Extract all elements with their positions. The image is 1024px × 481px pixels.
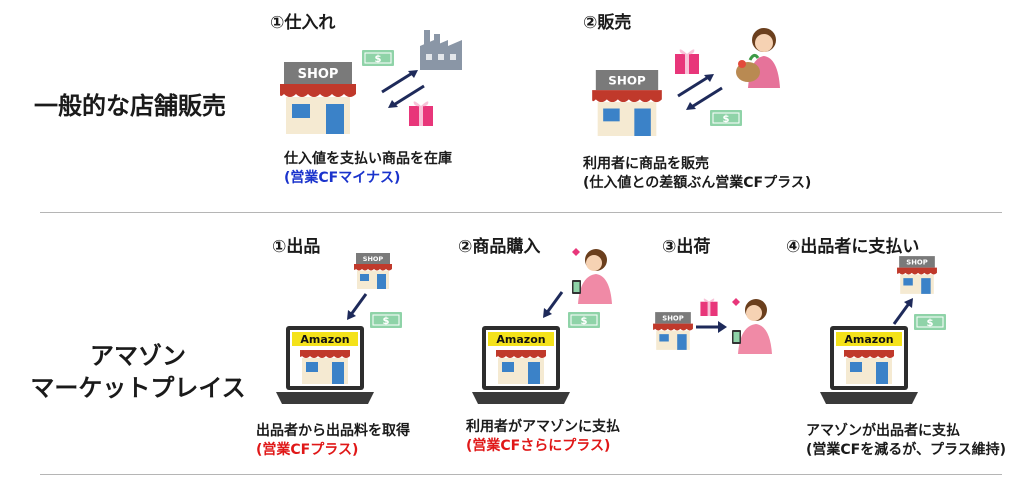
money-icon: $	[370, 312, 402, 328]
laptop-icon: Amazon	[276, 326, 374, 404]
laptop-icon: Amazon	[472, 326, 570, 404]
row-label-amazon-line2: マーケットプレイス	[30, 374, 246, 402]
gift-icon	[700, 298, 718, 316]
shop-sign-text: SHOP	[608, 74, 646, 88]
shop-icon: SHOP	[653, 312, 693, 350]
amazon-step3-title: ③出荷	[662, 237, 711, 257]
general-step1-caption: 仕入値を支払い商品を在庫 (営業CFマイナス)	[284, 150, 452, 188]
general-step1-caption-text: 仕入値を支払い商品を在庫	[284, 151, 452, 167]
money-icon: $	[914, 314, 946, 330]
gift-icon	[675, 49, 699, 74]
general-step2-caption: 利用者に商品を販売 (仕入値との差額ぶん営業CFプラス)	[583, 155, 811, 193]
shop-icon: SHOP	[592, 70, 662, 136]
laptop-icon: Amazon	[820, 326, 918, 404]
shop-icon: SHOP	[354, 253, 392, 289]
amazon-step4-title: ④出品者に支払い	[786, 237, 920, 257]
shopper-woman-icon	[736, 28, 780, 88]
general-step1-title: ①仕入れ	[270, 13, 336, 33]
dollar-sign: $	[383, 316, 390, 327]
shop-sign-text: SHOP	[662, 315, 683, 323]
amazon-step4-caption: アマゾンが出品者に支払 (営業CFを減るが、プラス維持)	[806, 422, 1006, 460]
general-step2-caption-text: 利用者に商品を販売	[583, 156, 709, 172]
general-step2-note: (仕入値との差額ぶん営業CFプラス)	[583, 175, 812, 191]
general-step1-note: (営業CFマイナス)	[284, 170, 401, 186]
dollar-sign: $	[375, 54, 382, 65]
amazon-step4-note: (営業CFを減るが、プラス維持)	[806, 442, 1007, 458]
arrow-up-right-icon	[892, 298, 913, 325]
arrow-to-shop-icon	[388, 84, 425, 108]
customer-phone-icon	[572, 248, 612, 304]
amazon-step2-caption-text: 利用者がアマゾンに支払	[466, 419, 620, 435]
divider-middle	[40, 212, 1002, 213]
amazon-label: Amazon	[300, 333, 349, 346]
shop-sign-text: SHOP	[298, 67, 339, 82]
arrow-right-icon	[696, 321, 727, 333]
row-label-amazon-line1: アマゾン	[90, 342, 186, 370]
amazon-step4-caption-text: アマゾンが出品者に支払	[806, 423, 960, 439]
shop-sign-text: SHOP	[363, 255, 384, 263]
arrow-to-customer-icon	[677, 74, 714, 98]
divider-bottom	[40, 474, 1002, 475]
factory-icon	[420, 30, 462, 70]
shop-sign-text: SHOP	[906, 259, 927, 267]
amazon-step1-caption: 出品者から出品料を取得 (営業CFプラス)	[256, 422, 410, 460]
dollar-sign: $	[581, 316, 588, 327]
amazon-step2-title: ②商品購入	[458, 237, 541, 257]
arrow-to-factory-icon	[381, 70, 418, 94]
arrow-to-shop-icon	[686, 86, 723, 110]
amazon-step2-caption: 利用者がアマゾンに支払 (営業CFさらにプラス)	[466, 418, 620, 456]
amazon-label: Amazon	[844, 333, 893, 346]
money-icon: $	[568, 312, 600, 328]
amazon-step1-note: (営業CFプラス)	[256, 442, 359, 458]
general-step2-title: ②販売	[583, 13, 632, 33]
amazon-label: Amazon	[496, 333, 545, 346]
amazon-step1-title: ①出品	[272, 237, 321, 257]
gift-icon	[409, 101, 433, 126]
dollar-sign: $	[927, 318, 934, 329]
arrow-down-left-icon	[347, 293, 368, 320]
amazon-step2-note: (営業CFさらにプラス)	[466, 438, 611, 454]
shop-icon: SHOP	[897, 256, 937, 294]
dollar-sign: $	[723, 114, 730, 125]
arrow-down-left-icon	[543, 291, 564, 318]
row-label-general: 一般的な店舗販売	[34, 92, 226, 120]
row-label-amazon: アマゾン マーケットプレイス	[22, 340, 254, 404]
shop-icon: SHOP	[280, 62, 356, 134]
amazon-step1-caption-text: 出品者から出品料を取得	[256, 423, 410, 439]
customer-phone-icon	[732, 298, 772, 354]
money-icon: $	[362, 50, 394, 66]
money-icon: $	[710, 110, 742, 126]
